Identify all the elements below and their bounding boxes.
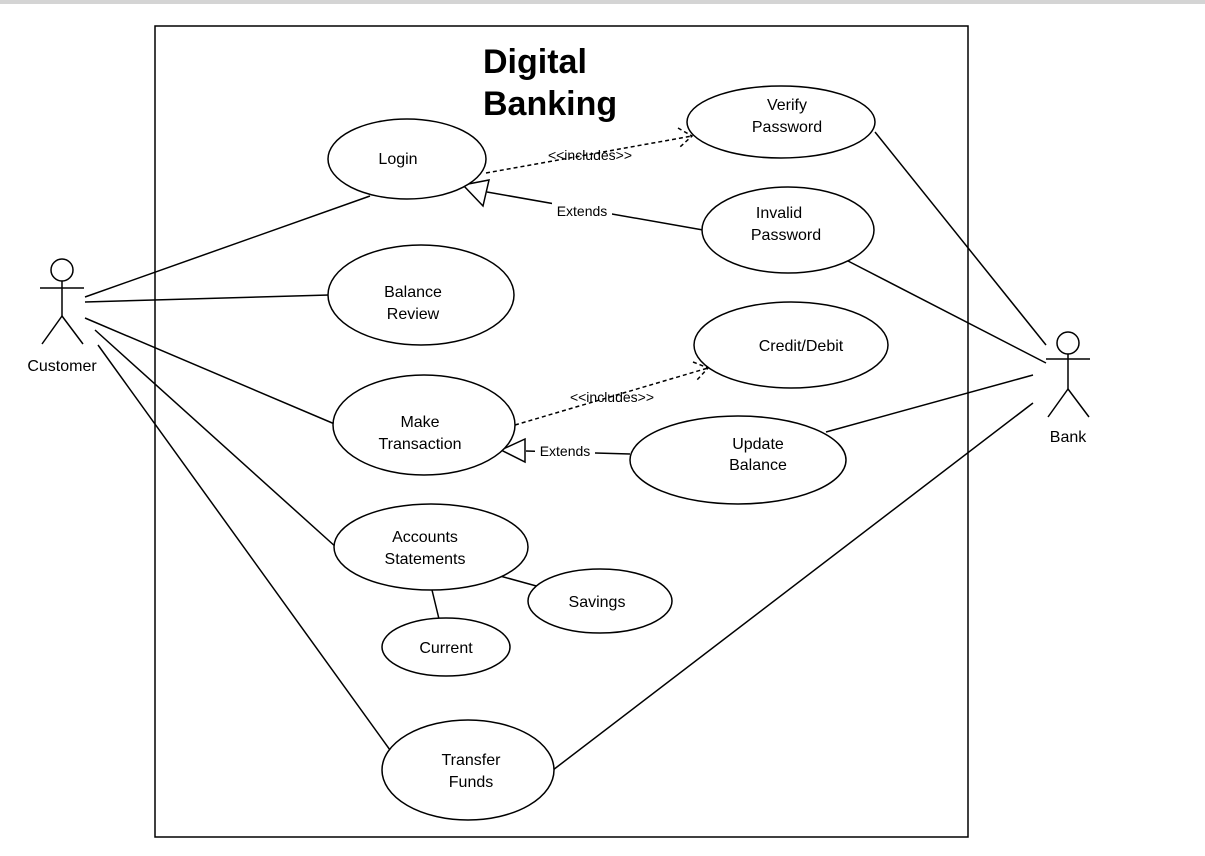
extends-transaction-label: Extends (540, 443, 591, 459)
use-case-invalid-password-label-1: Invalid (756, 205, 802, 222)
top-border (0, 0, 1205, 4)
assoc-customer-transfer-funds (97, 344, 391, 751)
use-case-savings-label: Savings (569, 594, 626, 611)
system-title-line1: Digital (483, 43, 587, 81)
actor-bank-label: Bank (1050, 429, 1087, 446)
assoc-customer-make-transaction (84, 317, 338, 426)
assoc-customer-login (84, 195, 371, 298)
use-case-update-balance-label-1: Update (732, 436, 784, 453)
extends-transaction-arrowhead (499, 437, 526, 464)
includes-transaction-label: <<includes>> (570, 389, 654, 405)
use-case-transfer-funds[interactable]: Transfer Funds (381, 719, 555, 821)
use-case-transfer-funds-label-2: Funds (449, 774, 493, 791)
actor-customer-label: Customer (27, 358, 97, 375)
use-case-login-label: Login (378, 151, 417, 168)
assoc-customer-balance-review (84, 294, 330, 303)
customer-stick-figure-icon (40, 258, 84, 345)
use-case-balance-review[interactable]: Balance Review (327, 244, 515, 346)
use-case-make-transaction-label-1: Make (400, 414, 439, 431)
use-case-make-transaction[interactable]: Make Transaction (332, 374, 516, 476)
use-case-verify-password-label-1: Verify (767, 97, 807, 114)
includes-transaction-credit (514, 367, 709, 426)
use-case-accounts-statements-label-2: Statements (385, 551, 466, 568)
use-case-transfer-funds-label-1: Transfer (442, 752, 502, 769)
link-accounts-current (431, 589, 440, 620)
use-case-balance-review-label-2: Review (387, 306, 440, 323)
use-case-verify-password[interactable]: Verify Password (686, 85, 876, 159)
use-case-accounts-statements[interactable]: Accounts Statements (333, 503, 529, 591)
use-case-invalid-password-label-2: Password (751, 227, 821, 244)
use-case-credit-debit-label: Credit/Debit (759, 338, 844, 355)
bank-stick-figure-icon (1046, 331, 1090, 418)
extends-login-label-bg (552, 201, 612, 219)
system-title-line2: Banking (483, 85, 617, 123)
includes-login-label: <<includes>> (548, 147, 632, 163)
use-case-update-balance[interactable]: Update Balance (629, 415, 847, 505)
use-case-balance-review-label-1: Balance (384, 284, 442, 301)
extends-transaction-label-bg (535, 442, 595, 460)
actor-customer[interactable]: Customer (27, 258, 97, 375)
use-case-savings[interactable]: Savings (527, 568, 673, 634)
link-accounts-savings (499, 575, 541, 588)
actor-bank[interactable]: Bank (1046, 331, 1090, 446)
use-case-update-balance-label-2: Balance (729, 457, 787, 474)
use-case-verify-password-label-2: Password (752, 119, 822, 136)
use-case-login[interactable]: Login (327, 118, 487, 200)
use-case-make-transaction-label-2: Transaction (379, 436, 462, 453)
extends-login-arrowhead (461, 179, 490, 208)
assoc-bank-transfer-funds (552, 402, 1034, 771)
assoc-customer-accounts-statements (94, 329, 338, 549)
assoc-bank-verify-password (874, 131, 1047, 346)
use-case-current[interactable]: Current (381, 617, 511, 677)
use-case-current-label: Current (419, 640, 473, 657)
assoc-bank-update-balance (825, 374, 1034, 433)
extends-login-label: Extends (557, 203, 608, 219)
assoc-bank-invalid-password (847, 260, 1047, 364)
use-case-credit-debit[interactable]: Credit/Debit (693, 301, 889, 389)
use-case-invalid-password[interactable]: Invalid Password (701, 186, 875, 274)
system-boundary (154, 25, 969, 838)
includes-login-arrowhead (677, 127, 694, 148)
use-case-accounts-statements-label-1: Accounts (392, 529, 458, 546)
